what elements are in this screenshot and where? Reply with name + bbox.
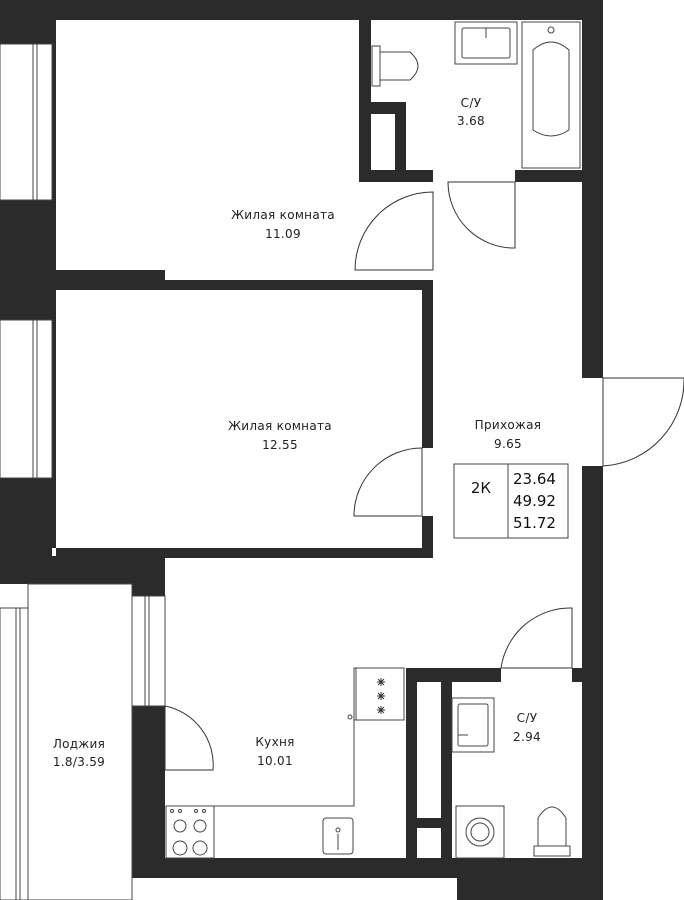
door-loggia — [164, 705, 214, 771]
shaft-bath2-lower — [417, 828, 441, 858]
hob-icon — [165, 805, 215, 859]
wall-between-bedrooms — [52, 270, 165, 290]
wall-top-left-block — [0, 20, 52, 44]
wall-right-middle — [582, 466, 603, 676]
window-bedroom2 — [0, 319, 53, 479]
door-bath2 — [500, 607, 573, 669]
wall-left-pier-3 — [0, 556, 165, 584]
wall-bath2-top-right — [572, 668, 582, 682]
bedroom2-area: 12.55 — [262, 438, 298, 452]
room-labels: С/У 3.68 Жилая комната 11.09 Жилая комна… — [53, 96, 541, 769]
window-loggia — [0, 607, 29, 900]
wall-bottom-right-block — [457, 878, 602, 900]
loggia-name: Лоджия — [53, 737, 105, 751]
sink-bath1 — [454, 21, 518, 65]
summary: 2К 23.64 49.92 51.72 — [471, 470, 556, 532]
wall-right-lower — [582, 676, 603, 900]
stove-burners-icon — [377, 678, 385, 714]
wall-left-jamb-2 — [52, 290, 56, 548]
bedroom2-name: Жилая комната — [228, 419, 332, 433]
hallway-area: 9.65 — [494, 437, 522, 451]
kitchen-name: Кухня — [255, 735, 294, 749]
loggia-floor — [27, 583, 133, 900]
door-bath1 — [447, 181, 516, 249]
shaft-bath2-upper — [417, 682, 441, 818]
wall-bottom — [132, 858, 602, 878]
fixtures — [165, 21, 581, 859]
bedroom1-name: Жилая комната — [231, 208, 335, 222]
bedroom1-area: 11.09 — [265, 227, 301, 241]
windows — [0, 43, 166, 900]
wall-hall-vertical — [422, 280, 433, 448]
summary-box — [453, 463, 569, 539]
door-bedroom1 — [354, 191, 434, 271]
door-entrance — [602, 377, 684, 467]
sink-bath2 — [451, 697, 495, 753]
apartment-type: 2К — [471, 479, 492, 497]
wall-bath1-bottom-right — [515, 170, 582, 182]
washing-machine-icon — [455, 805, 505, 859]
wall-left-jamb-1 — [52, 20, 56, 280]
bathroom2-area: 2.94 — [513, 730, 541, 744]
loggia-area: 1.8/3.59 — [53, 755, 105, 769]
kitchen-sink-icon — [322, 817, 354, 855]
toilet-bath2-icon — [533, 806, 571, 857]
total-area: 49.92 — [513, 492, 556, 510]
wall-left-pier-2 — [0, 478, 52, 558]
fridge-icon — [355, 667, 405, 721]
bathroom1-area: 3.68 — [457, 114, 485, 128]
bathtub-icon — [521, 21, 581, 169]
wall-top — [0, 0, 603, 20]
door-bedroom2 — [353, 447, 423, 517]
wall-left-pier-1 — [0, 200, 52, 320]
wall-right-upper — [582, 0, 603, 378]
total-with-loggia: 51.72 — [513, 514, 556, 532]
window-bedroom1 — [0, 43, 53, 201]
wall-between-bedrooms-2 — [165, 280, 433, 290]
toilet-bath1-icon — [371, 45, 419, 87]
living-area: 23.64 — [513, 470, 556, 488]
doors — [164, 181, 684, 771]
hallway-name: Прихожая — [475, 418, 542, 432]
shaft-bath1 — [371, 114, 395, 170]
walls — [0, 0, 603, 900]
wall-bath1-bottom-left — [359, 170, 433, 182]
wall-hall-vertical-2 — [422, 516, 433, 558]
bathroom2-name: С/У — [517, 711, 538, 725]
wall-bedroom2-bottom — [56, 548, 433, 558]
kitchen-area: 10.01 — [257, 754, 293, 768]
bathroom1-name: С/У — [461, 96, 482, 110]
